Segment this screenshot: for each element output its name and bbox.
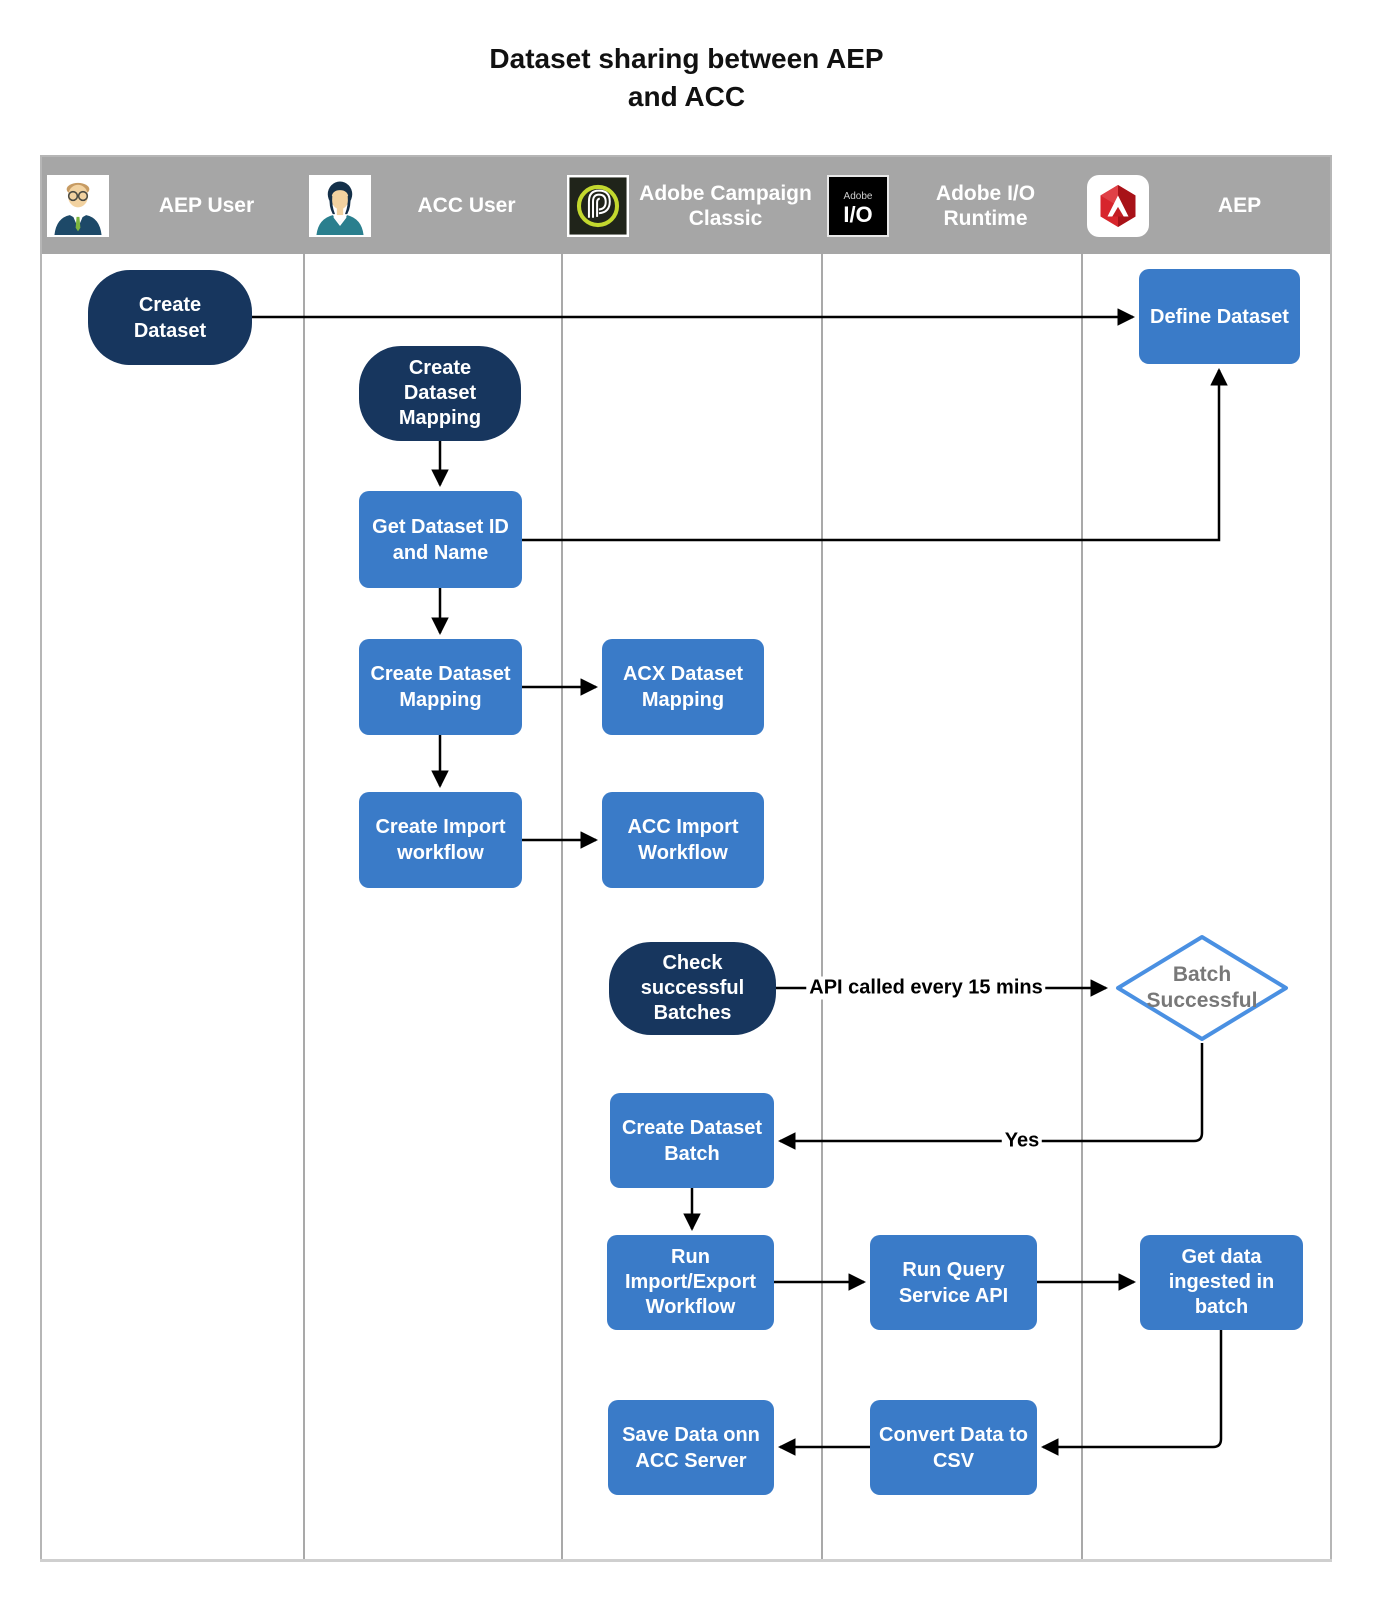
- aep-user-icon: [54, 182, 102, 235]
- lane-label: ACC User: [417, 194, 516, 217]
- lane-label: AEP User: [158, 194, 255, 217]
- node-acc-import-workflow: ACC Import Workflow: [602, 792, 764, 888]
- edge-label-api-polling: API called every 15 mins: [806, 976, 1046, 1000]
- node-define-dataset: Define Dataset: [1139, 269, 1300, 364]
- lane-header-adobe-campaign-classic: Adobe Campaign Classic: [562, 157, 822, 254]
- title-line-2: and ACC: [627, 81, 746, 112]
- lane-header-aep-user: AEP User: [42, 157, 304, 254]
- adobe-io-logo-tile: Adobe I/O: [827, 174, 889, 237]
- lane-divider: [303, 254, 305, 1559]
- title-line-1: Dataset sharing between AEP: [489, 43, 884, 74]
- node-get-data-ingested-in-batch: Get data ingested in batch: [1140, 1235, 1303, 1330]
- diagram-title: Dataset sharing between AEP and ACC: [0, 40, 1373, 116]
- adobe-campaign-classic-icon: [569, 176, 627, 235]
- lane-divider: [561, 254, 563, 1559]
- node-save-data-on-acc-server: Save Data onn ACC Server: [608, 1400, 774, 1495]
- lane-divider: [821, 254, 823, 1559]
- lane-header-aep: AEP: [1082, 157, 1330, 254]
- node-acx-dataset-mapping: ACX Dataset Mapping: [602, 639, 764, 735]
- node-check-successful-batches: Check successful Batches: [609, 942, 776, 1035]
- node-get-dataset-id-and-name: Get Dataset ID and Name: [359, 491, 522, 588]
- lane-header-acc-user: ACC User: [304, 157, 562, 254]
- edge-label-yes: Yes: [1001, 1129, 1043, 1153]
- swimlane-diagram: AEP User ACC User: [40, 155, 1332, 1559]
- acc-logo-tile: [567, 174, 629, 237]
- acc-user-icon: [316, 181, 364, 235]
- swimlane-body: Create Dataset Define Dataset Create Dat…: [42, 254, 1330, 1559]
- node-batch-successful: Batch Successful: [1114, 933, 1290, 1043]
- node-create-dataset: Create Dataset: [88, 270, 252, 365]
- adobe-io-logo-io-text: I/O: [843, 201, 873, 227]
- node-run-import-export-workflow: Run Import/Export Workflow: [607, 1235, 774, 1330]
- aep-user-avatar: [47, 174, 109, 237]
- lane-label: Adobe Campaign Classic: [639, 181, 812, 230]
- arrow-batch-successful-yes-to-create-batch: [777, 1043, 1204, 1150]
- arrow-get-data-to-convert-csv: [1040, 1330, 1223, 1456]
- lane-header-adobe-io-runtime: Adobe I/O Adobe I/O Runtime: [822, 157, 1082, 254]
- arrow-get-dataset-id-to-define-dataset: [522, 367, 1228, 542]
- lane-label: Adobe I/O Runtime: [935, 181, 1036, 230]
- aep-icon: [1090, 178, 1146, 233]
- node-run-query-service-api: Run Query Service API: [870, 1235, 1037, 1330]
- node-create-dataset-batch: Create Dataset Batch: [610, 1093, 774, 1188]
- lane-divider: [1081, 254, 1083, 1559]
- decision-diamond-shape: [1116, 935, 1288, 1041]
- node-create-dataset-mapping-start: Create Dataset Mapping: [359, 346, 521, 441]
- flow-arrows: [252, 308, 1228, 1456]
- node-create-dataset-mapping: Create Dataset Mapping: [359, 639, 522, 735]
- lane-header-band: AEP User ACC User: [42, 157, 1330, 254]
- decision-label: Batch Successful: [1146, 963, 1258, 1012]
- node-create-import-workflow: Create Import workflow: [359, 792, 522, 888]
- aep-logo-tile: [1087, 174, 1149, 237]
- adobe-io-logo-adobe-text: Adobe: [843, 190, 873, 202]
- lane-label: AEP: [1217, 194, 1262, 217]
- node-convert-data-to-csv: Convert Data to CSV: [870, 1400, 1037, 1495]
- acc-user-avatar: [309, 174, 371, 237]
